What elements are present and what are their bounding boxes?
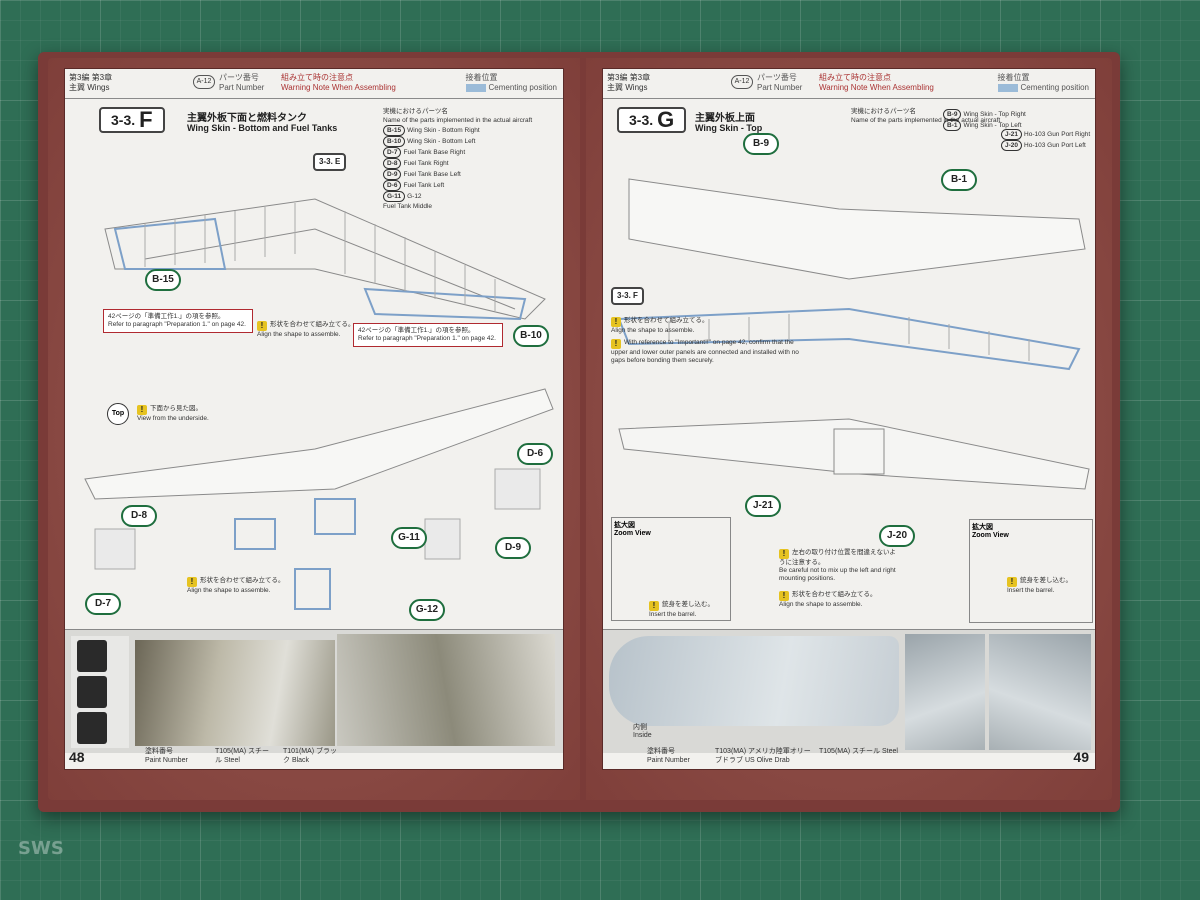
wing-photo-1 bbox=[135, 640, 335, 746]
wing-assembled-drawing bbox=[618, 418, 1090, 490]
tank-photos bbox=[71, 636, 129, 748]
right-section: 第3編 第3章 主翼 Wings bbox=[607, 73, 651, 92]
callout-d-9: D-9 bbox=[495, 537, 531, 559]
left-photo-strip bbox=[65, 629, 563, 753]
view-note: !下面から見た図。View from the underside. bbox=[137, 405, 209, 422]
left-part-label: パーツ番号 Part Number bbox=[219, 73, 265, 92]
left-page: 第3編 第3章 主翼 Wings A-12 パーツ番号 Part Number … bbox=[48, 58, 580, 800]
gun-port-photo-left bbox=[905, 634, 985, 750]
right-paint-2: T105(MA) スチール Steel bbox=[819, 748, 898, 755]
prep-note-right: 42ページの「準備工作1.」の項を参照。 Refer to paragraph … bbox=[353, 323, 503, 347]
right-part-code-legend: A-12 bbox=[731, 75, 753, 89]
right-title-en: Wing Skin - Top bbox=[695, 123, 763, 133]
callout-b-9: B-9 bbox=[743, 133, 779, 155]
ref-step-e: 3-3. E bbox=[313, 153, 347, 171]
wing-underside-drawing bbox=[84, 388, 554, 610]
callout-b-1: B-1 bbox=[941, 169, 977, 191]
right-cement-legend: 接着位置 Cementing position bbox=[997, 73, 1089, 92]
left-page-number: 48 bbox=[69, 749, 85, 765]
left-cement-legend: 接着位置 Cementing position bbox=[465, 73, 557, 92]
left-paint-label: 塗料番号 Paint Number bbox=[145, 748, 188, 764]
sws-watermark-logo: SWS bbox=[18, 838, 64, 859]
wing-top-photo bbox=[609, 636, 899, 726]
wing-top-drawing bbox=[617, 178, 1086, 371]
right-page: 第3編 第3章 主翼 Wings A-12 パーツ番号 Part Number … bbox=[586, 58, 1112, 800]
callout-g-11: G-11 bbox=[391, 527, 427, 549]
top-orientation-icon: Top bbox=[107, 403, 129, 425]
right-header: 第3編 第3章 主翼 Wings A-12 パーツ番号 Part Number … bbox=[603, 69, 1095, 99]
align-note-1: !形状を合わせて組み立てる。Align the shape to assembl… bbox=[257, 321, 355, 338]
right-part-label: パーツ番号 Part Number bbox=[757, 73, 803, 92]
right-paint-label: 塗料番号 Paint Number bbox=[647, 748, 690, 764]
important-note: !With reference to "Important!!" on page… bbox=[611, 339, 799, 364]
step-header-f: 3-3.F bbox=[99, 107, 165, 133]
left-warning-legend: 組み立て時の注意点 Warning Note When Assembling bbox=[281, 73, 396, 92]
callout-g-12: G-12 bbox=[409, 599, 445, 621]
callout-d-7: D-7 bbox=[85, 593, 121, 615]
barrel-note-right: !銃身を差し込む。Insert the barrel. bbox=[1007, 577, 1072, 594]
right-parts-list: 実機におけるパーツ名 Name of the parts implemented… bbox=[851, 108, 1001, 124]
right-footer: 塗料番号 Paint Number T103(MA) アメリカ陸軍オリーブドラブ… bbox=[603, 743, 1095, 769]
left-title-jp: 主翼外板下面と燃料タンク bbox=[187, 113, 307, 124]
left-section: 第3編 第3章 主翼 Wings bbox=[69, 73, 113, 92]
step-header-g: 3-3.G bbox=[617, 107, 687, 133]
right-align-note-2: !形状を合わせて組み立てる。Align the shape to assembl… bbox=[779, 591, 877, 608]
callout-d-8: D-8 bbox=[121, 505, 157, 527]
left-footer: 48 塗料番号 Paint Number T105(MA) スチール Steel… bbox=[65, 743, 563, 769]
right-page-number: 49 bbox=[1073, 749, 1089, 765]
left-part-code-legend: A-12 bbox=[193, 75, 215, 89]
wing-photo-2 bbox=[337, 634, 555, 746]
barrel-note-left: !銃身を差し込む。Insert the barrel. bbox=[649, 601, 714, 618]
callout-b-15: B-15 bbox=[145, 269, 181, 291]
left-header: 第3編 第3章 主翼 Wings A-12 パーツ番号 Part Number … bbox=[65, 69, 563, 99]
left-paint-2: T101(MA) ブラック Black bbox=[283, 748, 338, 764]
callout-b-10: B-10 bbox=[513, 325, 549, 347]
callout-d-6: D-6 bbox=[517, 443, 553, 465]
ref-step-f: 3-3. F bbox=[611, 287, 644, 305]
left-parts-list: 実機におけるパーツ名 Name of the parts implemented… bbox=[383, 108, 533, 210]
prep-note-left: 42ページの「準備工作1.」の項を参照。 Refer to paragraph … bbox=[103, 309, 253, 333]
align-note-2: !形状を合わせて組み立てる。Align the shape to assembl… bbox=[187, 577, 285, 594]
callout-j-21: J-21 bbox=[745, 495, 781, 517]
right-page-content: 第3編 第3章 主翼 Wings A-12 パーツ番号 Part Number … bbox=[602, 68, 1096, 770]
left-paint-1: T105(MA) スチール Steel bbox=[215, 748, 270, 764]
callout-j-20: J-20 bbox=[879, 525, 915, 547]
right-title-jp: 主翼外板上面 bbox=[695, 113, 755, 124]
right-paint-1: T103(MA) アメリカ陸軍オリーブドラブ US Olive Drab bbox=[715, 748, 811, 764]
mix-note: !左右の取り付け位置を間違えないように注意する。Be careful not t… bbox=[779, 549, 896, 582]
left-page-content: 第3編 第3章 主翼 Wings A-12 パーツ番号 Part Number … bbox=[64, 68, 564, 770]
right-align-note: !形状を合わせて組み立てる。Align the shape to assembl… bbox=[611, 317, 709, 334]
right-warning-legend: 組み立て時の注意点 Warning Note When Assembling bbox=[819, 73, 934, 92]
wing-bottom-skeleton-drawing bbox=[104, 198, 546, 321]
left-title-en: Wing Skin - Bottom and Fuel Tanks bbox=[187, 123, 338, 133]
gun-port-photo-right bbox=[989, 634, 1091, 750]
